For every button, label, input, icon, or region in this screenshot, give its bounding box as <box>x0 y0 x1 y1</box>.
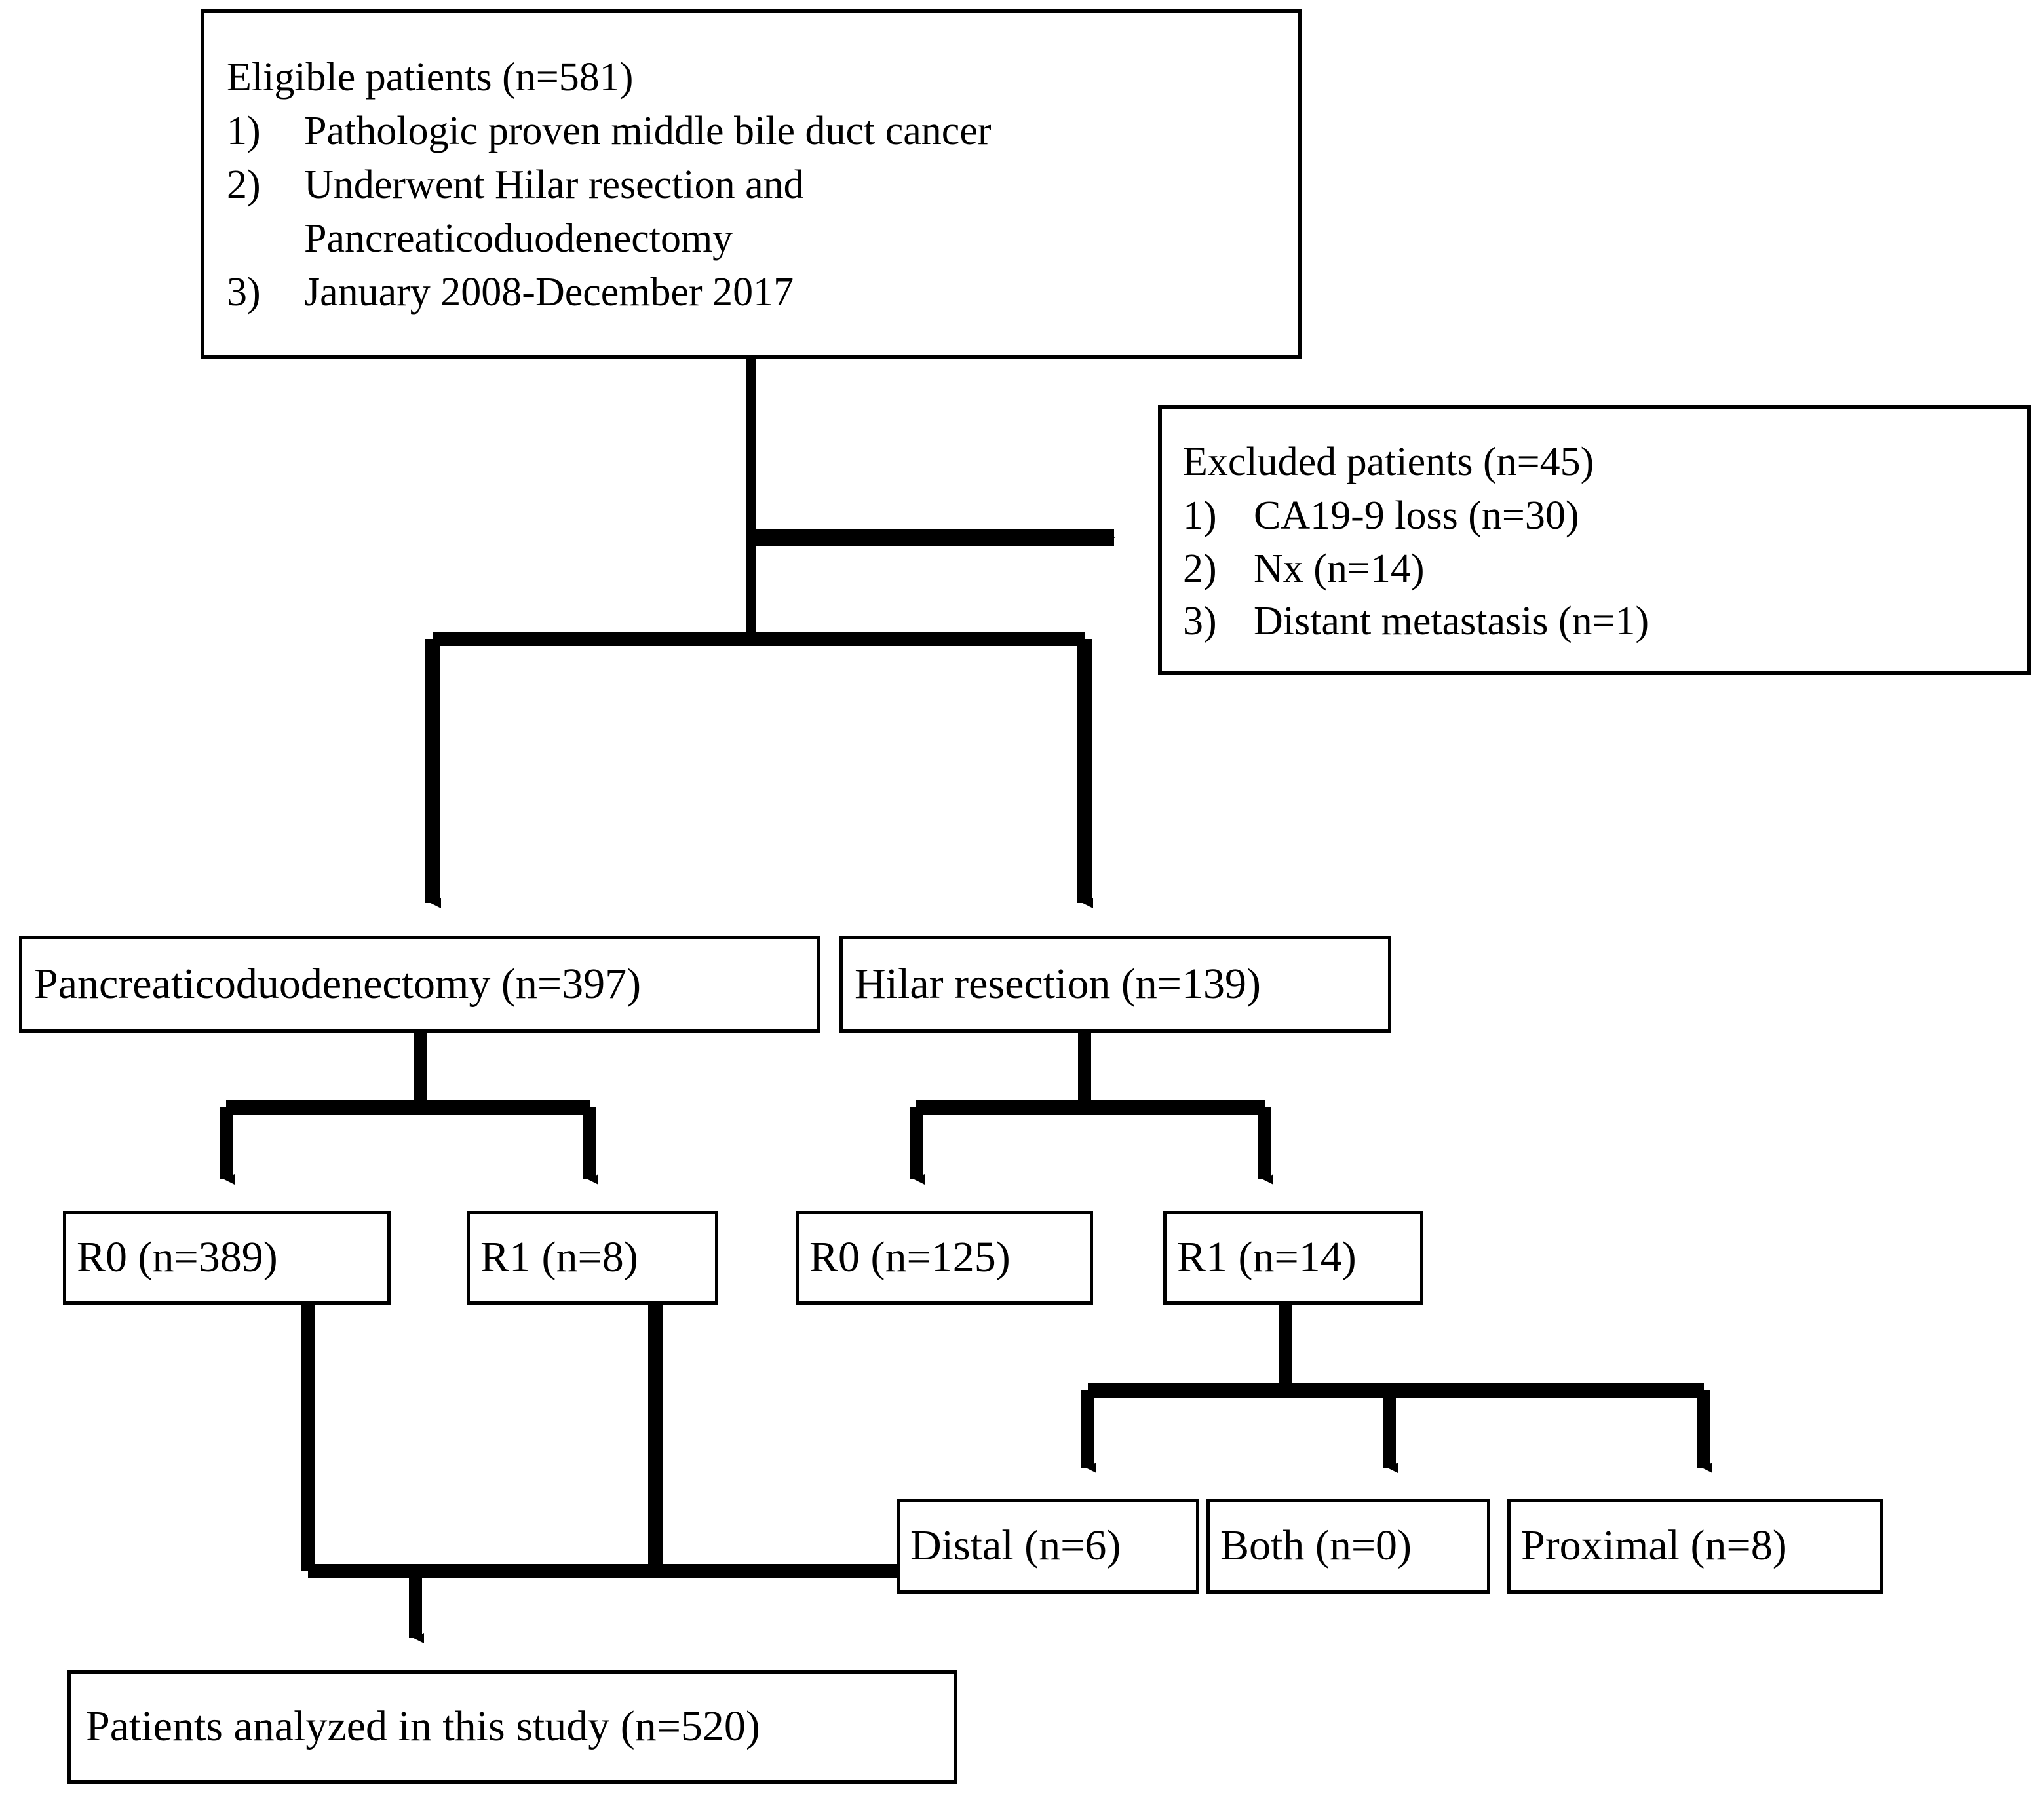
node-proximal-margin: Proximal (n=8) <box>1507 1499 1883 1594</box>
eligible-criterion-2: 2) Underwent Hilar resection and Pancrea… <box>227 159 1281 266</box>
hilar-resection-label: Hilar resection (n=139) <box>855 959 1262 1008</box>
excluded-reason-2: 2) Nx (n=14) <box>1183 543 2014 596</box>
excluded-text-1: CA19-9 loss (n=30) <box>1254 493 1579 539</box>
excluded-reason-1: 1) CA19-9 loss (n=30) <box>1183 489 2014 543</box>
node-pancreaticoduodenectomy: Pancreaticoduodenectomy (n=397) <box>19 936 820 1033</box>
excluded-marker-3: 3) <box>1183 599 1217 644</box>
hilar-r1-label: R1 (n=14) <box>1177 1233 1357 1282</box>
pancreaticoduodenectomy-label: Pancreaticoduodenectomy (n=397) <box>34 959 642 1008</box>
node-distal-margin: Distal (n=6) <box>897 1499 1199 1594</box>
eligible-marker-1: 1) <box>227 109 261 154</box>
both-label: Both (n=0) <box>1220 1521 1412 1570</box>
node-pd-r0: R0 (n=389) <box>63 1211 391 1305</box>
excluded-marker-2: 2) <box>1183 546 1217 591</box>
eligible-marker-3: 3) <box>227 269 261 315</box>
node-excluded-patients: Excluded patients (n=45) 1) CA19-9 loss … <box>1158 405 2031 675</box>
node-hilar-r1: R1 (n=14) <box>1163 1211 1423 1305</box>
node-patients-analyzed: Patients analyzed in this study (n=520) <box>67 1670 957 1784</box>
proximal-label: Proximal (n=8) <box>1521 1521 1787 1570</box>
node-pd-r1: R1 (n=8) <box>467 1211 718 1305</box>
eligible-text-1: Pathologic proven middle bile duct cance… <box>304 109 992 154</box>
eligible-marker-2: 2) <box>227 163 261 208</box>
pd-r1-label: R1 (n=8) <box>480 1233 638 1282</box>
node-both-margin: Both (n=0) <box>1206 1499 1490 1594</box>
hilar-r0-label: R0 (n=125) <box>809 1233 1011 1282</box>
excluded-text-2: Nx (n=14) <box>1254 546 1425 591</box>
eligible-heading: Eligible patients (n=581) <box>227 55 634 100</box>
excluded-heading: Excluded patients (n=45) <box>1183 440 1594 485</box>
eligible-text-2: Underwent Hilar resection and Pancreatic… <box>304 163 804 261</box>
pd-r0-label: R0 (n=389) <box>77 1233 278 1282</box>
analyzed-label: Patients analyzed in this study (n=520) <box>86 1702 760 1751</box>
distal-label: Distal (n=6) <box>910 1521 1121 1570</box>
node-hilar-resection: Hilar resection (n=139) <box>839 936 1391 1033</box>
excluded-reason-3: 3) Distant metastasis (n=1) <box>1183 595 2014 648</box>
excluded-text-3: Distant metastasis (n=1) <box>1254 599 1649 644</box>
excluded-marker-1: 1) <box>1183 493 1217 539</box>
eligible-text-3: January 2008-December 2017 <box>304 269 794 315</box>
node-eligible-patients: Eligible patients (n=581) 1) Pathologic … <box>201 9 1302 359</box>
node-hilar-r0: R0 (n=125) <box>796 1211 1093 1305</box>
eligible-criterion-1: 1) Pathologic proven middle bile duct ca… <box>227 105 1281 159</box>
eligible-criterion-3: 3) January 2008-December 2017 <box>227 266 1281 320</box>
